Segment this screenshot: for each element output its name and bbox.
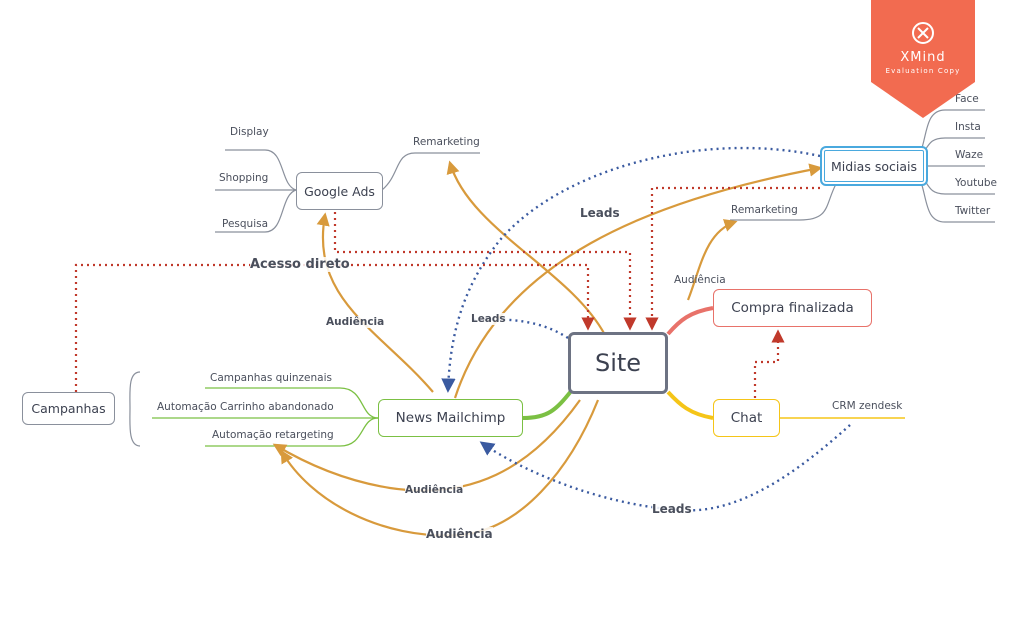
site-compra-connector bbox=[666, 306, 714, 336]
chat-leaf-crm-zendesk[interactable]: CRM zendesk bbox=[832, 400, 903, 412]
midias-sociais-node[interactable]: Midias sociais bbox=[820, 146, 928, 186]
site-chat-connector bbox=[666, 390, 714, 420]
compra-finalizada-label: Compra finalizada bbox=[731, 300, 854, 316]
news-branches bbox=[152, 387, 379, 447]
news-leaf-retargeting[interactable]: Automação retargeting bbox=[212, 429, 334, 441]
relation-audiencia-google[interactable]: Audiência bbox=[326, 316, 385, 328]
watermark-brand: XMind bbox=[900, 50, 946, 65]
relation-audiencia-site[interactable]: Audiência bbox=[426, 527, 493, 541]
relation-audiencia-remarketing[interactable]: Audiência bbox=[674, 274, 726, 286]
site-node[interactable]: Site bbox=[568, 332, 668, 394]
news-leaf-campanhas-quinzenais[interactable]: Campanhas quinzenais bbox=[210, 372, 332, 384]
news-mailchimp-node[interactable]: News Mailchimp bbox=[378, 399, 523, 437]
midias-leaf-insta[interactable]: Insta bbox=[955, 121, 981, 133]
chat-label: Chat bbox=[730, 410, 763, 426]
news-mailchimp-label: News Mailchimp bbox=[395, 410, 506, 426]
google-ads-node[interactable]: Google Ads bbox=[296, 172, 383, 210]
xmind-watermark: XMind Evaluation Copy bbox=[871, 0, 975, 118]
relation-leads-bottom[interactable]: Leads bbox=[652, 502, 692, 516]
google-ads-leaf-display[interactable]: Display bbox=[230, 126, 269, 138]
midias-sociais-label: Midias sociais bbox=[831, 158, 917, 174]
campanhas-node[interactable]: Campanhas bbox=[22, 392, 115, 425]
watermark-banner bbox=[871, 0, 975, 118]
campanhas-label: Campanhas bbox=[31, 401, 106, 416]
google-ads-label: Google Ads bbox=[304, 183, 375, 199]
campanhas-bracket bbox=[129, 371, 141, 447]
google-ads-leaf-shopping[interactable]: Shopping bbox=[219, 172, 269, 184]
google-ads-leaf-remarketing[interactable]: Remarketing bbox=[413, 136, 480, 148]
audience-arrows bbox=[272, 160, 823, 537]
relation-leads-top[interactable]: Leads bbox=[580, 206, 620, 220]
chat-node[interactable]: Chat bbox=[713, 399, 780, 437]
google-ads-branches bbox=[215, 149, 480, 233]
midias-leaf-twitter[interactable]: Twitter bbox=[955, 205, 991, 217]
watermark-subtitle: Evaluation Copy bbox=[885, 67, 961, 75]
midias-leaf-waze[interactable]: Waze bbox=[955, 149, 984, 161]
midias-leaf-face[interactable]: Face bbox=[955, 93, 979, 105]
compra-finalizada-node[interactable]: Compra finalizada bbox=[713, 289, 872, 327]
news-leaf-carrinho-abandonado[interactable]: Automação Carrinho abandonado bbox=[157, 401, 334, 413]
site-label: Site bbox=[594, 349, 642, 377]
midias-leaf-remarketing[interactable]: Remarketing bbox=[731, 204, 798, 216]
site-news-connector bbox=[522, 388, 574, 420]
direct-access-arrows bbox=[74, 186, 820, 398]
leads-arrows bbox=[441, 146, 851, 512]
relation-leads-site[interactable]: Leads bbox=[471, 313, 506, 325]
relation-acesso-direto[interactable]: Acesso direto bbox=[250, 257, 350, 272]
midias-leaf-youtube[interactable]: Youtube bbox=[955, 177, 997, 189]
relation-audiencia-news[interactable]: Audiência bbox=[405, 484, 464, 496]
google-ads-leaf-pesquisa[interactable]: Pesquisa bbox=[222, 218, 269, 230]
